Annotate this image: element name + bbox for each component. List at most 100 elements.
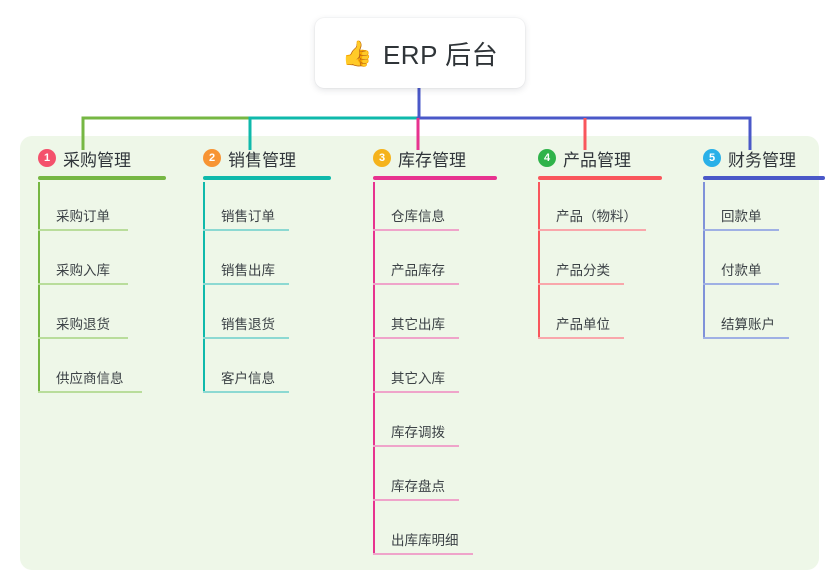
root-node[interactable]: 👍 ERP 后台	[315, 18, 525, 88]
branch-item-label: 产品（物料）	[556, 209, 637, 224]
branch-spine-3	[373, 182, 375, 555]
branch-column-4: 4 产品管理产品（物料） 产品分类产品单位	[520, 146, 662, 344]
branch-item-rule	[203, 283, 289, 285]
branch-item-label: 产品单位	[556, 317, 610, 332]
branch-item-label: 回款单	[721, 209, 762, 224]
branch-item-label: 产品库存	[391, 263, 445, 278]
branch-header-5[interactable]: 5 财务管理	[685, 146, 796, 170]
branch-children-5: 回款单付款单结算账户	[685, 182, 796, 344]
branch-spine-5	[703, 182, 705, 339]
branch-spine-2	[203, 182, 205, 393]
branch-children-1: 采购订单采购入库采购退货供应商信息	[20, 182, 142, 398]
branch-item[interactable]: 采购订单	[20, 182, 131, 236]
branch-item-label: 采购订单	[56, 209, 110, 224]
branch-item-label: 付款单	[721, 263, 762, 278]
branch-item-rule	[538, 229, 646, 231]
branch-item-rule	[373, 553, 473, 555]
branch-item[interactable]: 结算账户	[685, 290, 796, 344]
branch-badge-3: 3	[373, 149, 391, 167]
branch-item[interactable]: 客户信息	[185, 344, 296, 398]
branches-panel	[20, 136, 819, 570]
branch-header-1[interactable]: 1 采购管理	[20, 146, 131, 170]
branch-item-label: 其它出库	[391, 317, 445, 332]
branch-item[interactable]: 产品分类	[520, 236, 631, 290]
branch-item-rule	[38, 337, 128, 339]
branch-item-label: 其它入库	[391, 371, 445, 386]
branch-children-4: 产品（物料） 产品分类产品单位	[520, 182, 646, 344]
branch-item-label: 库存盘点	[391, 479, 445, 494]
branch-item[interactable]: 付款单	[685, 236, 796, 290]
branch-badge-2: 2	[203, 149, 221, 167]
branch-children-3: 仓库信息产品库存其它出库其它入库库存调拨库存盘点出库库明细	[355, 182, 473, 560]
branch-title-2: 销售管理	[228, 150, 296, 170]
branch-item-rule	[703, 337, 789, 339]
branch-item-rule	[373, 229, 459, 231]
branch-item-label: 仓库信息	[391, 209, 445, 224]
branch-item-rule	[373, 337, 459, 339]
branch-title-5: 财务管理	[728, 150, 796, 170]
branch-column-3: 3 库存管理仓库信息产品库存其它出库其它入库库存调拨库存盘点出库库明细	[355, 146, 497, 560]
branch-item[interactable]: 其它入库	[355, 344, 466, 398]
branch-item-label: 销售订单	[221, 209, 275, 224]
branch-item[interactable]: 销售出库	[185, 236, 296, 290]
branch-item-label: 采购退货	[56, 317, 110, 332]
branch-item[interactable]: 产品单位	[520, 290, 631, 344]
branch-badge-4: 4	[538, 149, 556, 167]
branch-header-4[interactable]: 4 产品管理	[520, 146, 631, 170]
branch-item[interactable]: 采购退货	[20, 290, 131, 344]
branch-title-1: 采购管理	[63, 150, 131, 170]
branch-spine-4	[538, 182, 540, 339]
branch-item-label: 供应商信息	[56, 371, 124, 386]
branch-item[interactable]: 出库库明细	[355, 506, 473, 560]
branch-item[interactable]: 回款单	[685, 182, 796, 236]
branch-item-rule	[373, 283, 459, 285]
branch-item[interactable]: 产品库存	[355, 236, 466, 290]
branch-children-2: 销售订单销售出库销售退货客户信息	[185, 182, 296, 398]
branch-item[interactable]: 其它出库	[355, 290, 466, 344]
branch-spine-1	[38, 182, 40, 393]
branch-rule-5	[703, 176, 825, 180]
branch-item-rule	[373, 499, 459, 501]
branch-item-label: 产品分类	[556, 263, 610, 278]
branch-item-label: 销售出库	[221, 263, 275, 278]
branch-header-3[interactable]: 3 库存管理	[355, 146, 466, 170]
branch-item-label: 客户信息	[221, 371, 275, 386]
branch-item-rule	[38, 229, 128, 231]
branch-column-5: 5 财务管理回款单付款单结算账户	[685, 146, 825, 344]
branch-item-rule	[203, 229, 289, 231]
branch-item-label: 结算账户	[721, 317, 775, 332]
branch-item-rule	[38, 391, 142, 393]
branch-item-rule	[38, 283, 128, 285]
branch-rule-1	[38, 176, 166, 180]
branch-column-1: 1 采购管理采购订单采购入库采购退货供应商信息	[20, 146, 166, 398]
branch-badge-1: 1	[38, 149, 56, 167]
branch-rule-3	[373, 176, 497, 180]
branch-item-rule	[373, 445, 459, 447]
branch-item[interactable]: 仓库信息	[355, 182, 466, 236]
branch-item[interactable]: 采购入库	[20, 236, 131, 290]
branch-item-label: 采购入库	[56, 263, 110, 278]
branch-title-4: 产品管理	[563, 150, 631, 170]
branch-item-label: 出库库明细	[391, 533, 459, 548]
branch-item-rule	[538, 283, 624, 285]
branch-item-label: 库存调拨	[391, 425, 445, 440]
branch-rule-2	[203, 176, 331, 180]
branch-item[interactable]: 供应商信息	[20, 344, 142, 398]
branch-item[interactable]: 销售退货	[185, 290, 296, 344]
branch-item-label: 销售退货	[221, 317, 275, 332]
branch-item[interactable]: 产品（物料）	[520, 182, 646, 236]
branch-item-rule	[538, 337, 624, 339]
branch-header-2[interactable]: 2 销售管理	[185, 146, 296, 170]
thumbs-up-icon: 👍	[341, 38, 373, 68]
branch-title-3: 库存管理	[398, 150, 466, 170]
branch-badge-5: 5	[703, 149, 721, 167]
branch-item-rule	[203, 337, 289, 339]
branch-item[interactable]: 库存盘点	[355, 452, 466, 506]
branch-item-rule	[203, 391, 289, 393]
branch-item-rule	[703, 283, 779, 285]
branch-rule-4	[538, 176, 662, 180]
branch-column-2: 2 销售管理销售订单销售出库销售退货客户信息	[185, 146, 331, 398]
branch-item[interactable]: 库存调拨	[355, 398, 466, 452]
branch-item[interactable]: 销售订单	[185, 182, 296, 236]
